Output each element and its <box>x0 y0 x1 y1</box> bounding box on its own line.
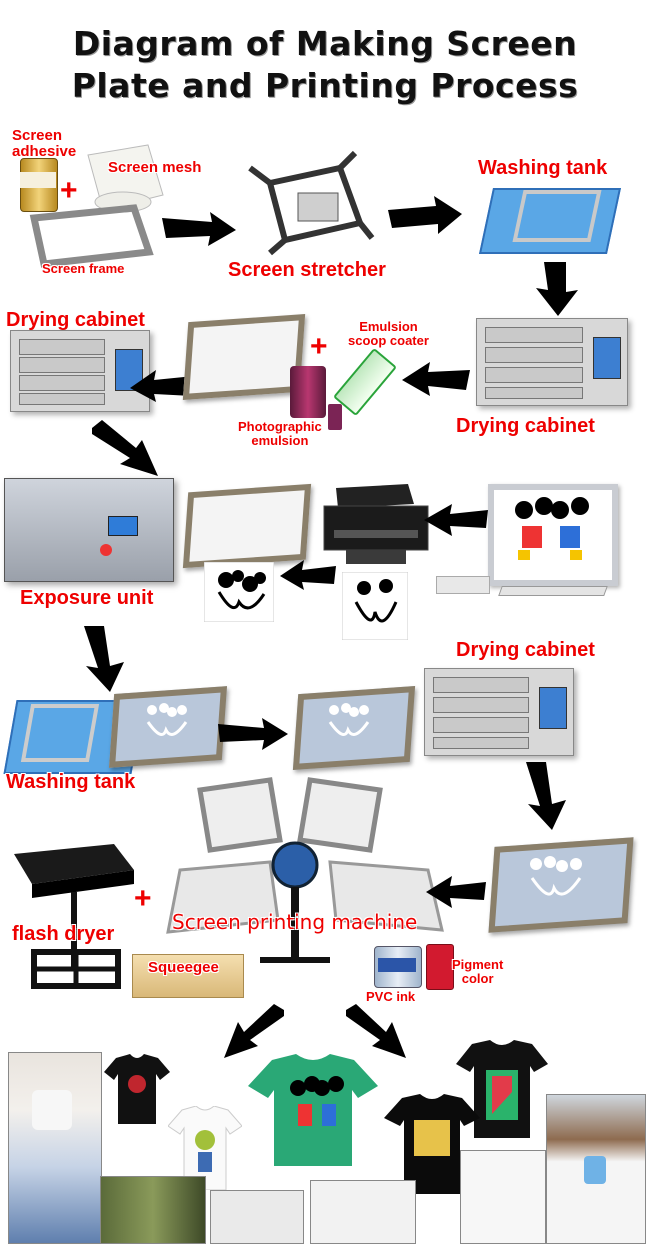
arrow-diagonal-icon <box>224 1004 284 1058</box>
computer-stand-image <box>536 580 560 588</box>
model-photo-shirt <box>32 1090 72 1130</box>
washing-tank-label: Washing tank <box>478 157 608 179</box>
cartoon-mice-image <box>530 856 582 896</box>
screen-adhesive-label-band <box>20 172 56 188</box>
tshirt-photo <box>100 1176 206 1244</box>
arrow-left-icon <box>424 504 488 536</box>
plus-icon: + <box>60 174 78 207</box>
washing-tank-label: Washing tank <box>6 771 136 793</box>
page-title-line2: Plate and Printing Process <box>71 66 579 105</box>
arrow-down-icon <box>536 262 578 316</box>
page-title-line1: Diagram of Making Screen <box>72 24 578 63</box>
flash-dryer-label: flash dryer <box>12 923 115 945</box>
computer-base-image <box>436 576 490 594</box>
arrow-left-icon <box>402 362 470 396</box>
arrow-diagonal-icon <box>92 420 158 476</box>
keyboard-image <box>498 586 608 596</box>
screen-stretcher-label: Screen stretcher <box>228 259 386 281</box>
arrow-left-icon <box>130 370 194 402</box>
pvc-ink-label-band <box>378 958 416 972</box>
arrow-left-icon <box>426 876 486 908</box>
screen-frame-image <box>29 204 154 268</box>
emulsion-scoop-coater-label: Emulsion scoop coater <box>348 319 429 348</box>
washing-tank-screen-image <box>512 190 602 242</box>
arrow-down-icon <box>526 762 566 830</box>
screen-frame-image <box>182 314 306 400</box>
screen-mesh-label: Screen mesh <box>108 159 202 176</box>
drying-cabinet-image <box>10 330 150 412</box>
cartoon-mice-image <box>146 703 188 736</box>
film-positive-image <box>342 572 408 640</box>
tshirt-black-image <box>456 1040 548 1138</box>
exposure-unit-image <box>4 478 174 582</box>
cartoon-mice-image <box>328 703 370 736</box>
drying-cabinet-label: Drying cabinet <box>456 415 595 437</box>
tshirt-photo <box>210 1190 304 1244</box>
cartoon-mice-image <box>515 497 589 560</box>
pvc-ink-label: PVC ink <box>366 989 416 1004</box>
drying-cabinet-image <box>424 668 574 756</box>
squeegee-label: Squeegee <box>148 959 219 976</box>
model-photo <box>8 1052 102 1244</box>
flash-dryer-image <box>14 844 134 989</box>
squeegee-image <box>132 954 244 998</box>
printer-image <box>323 484 429 564</box>
pigment-color-label: Pigment color <box>452 957 504 986</box>
tshirt-green-image <box>248 1054 378 1166</box>
arrow-right-icon <box>218 718 288 750</box>
exposure-unit-label: Exposure unit <box>20 587 154 609</box>
pigment-color-image <box>426 944 454 990</box>
photographic-emulsion-label: Photographic emulsion <box>238 419 322 448</box>
exposure-unit-button <box>100 544 112 556</box>
screen-stretcher-image <box>248 150 375 256</box>
model-photo-print <box>584 1156 606 1184</box>
emulsion-scoop-coater-image <box>332 347 398 417</box>
screen-printing-machine-image <box>166 777 444 963</box>
arrow-icon <box>162 212 236 246</box>
photographic-emulsion-small-image <box>328 404 342 430</box>
arrow-left-icon <box>280 560 336 590</box>
tshirt-white-image <box>168 1106 242 1190</box>
tshirt-photo <box>310 1180 416 1244</box>
plus-icon: + <box>310 330 328 363</box>
arrow-diagonal-icon <box>346 1004 406 1058</box>
photographic-emulsion-image <box>290 366 326 418</box>
drying-cabinet-label: Drying cabinet <box>6 309 145 331</box>
tshirt-photo <box>460 1150 546 1244</box>
arrow-icon <box>388 196 462 234</box>
screen-adhesive-label: Screen adhesive <box>12 127 77 160</box>
film-positive-image <box>204 562 274 622</box>
arrow-down-icon <box>84 626 124 692</box>
screen-printing-machine-label: Screen printing machine <box>172 910 418 934</box>
drying-cabinet-image <box>476 318 628 406</box>
screen-frame-label: Screen frame <box>42 261 125 276</box>
drying-cabinet-label: Drying cabinet <box>456 639 595 661</box>
tshirt-black-image <box>104 1054 170 1124</box>
washing-tank-screen-image <box>20 704 100 762</box>
plus-icon: + <box>134 882 152 915</box>
tshirt-black-image <box>384 1094 480 1194</box>
exposure-unit-panel <box>108 516 138 536</box>
